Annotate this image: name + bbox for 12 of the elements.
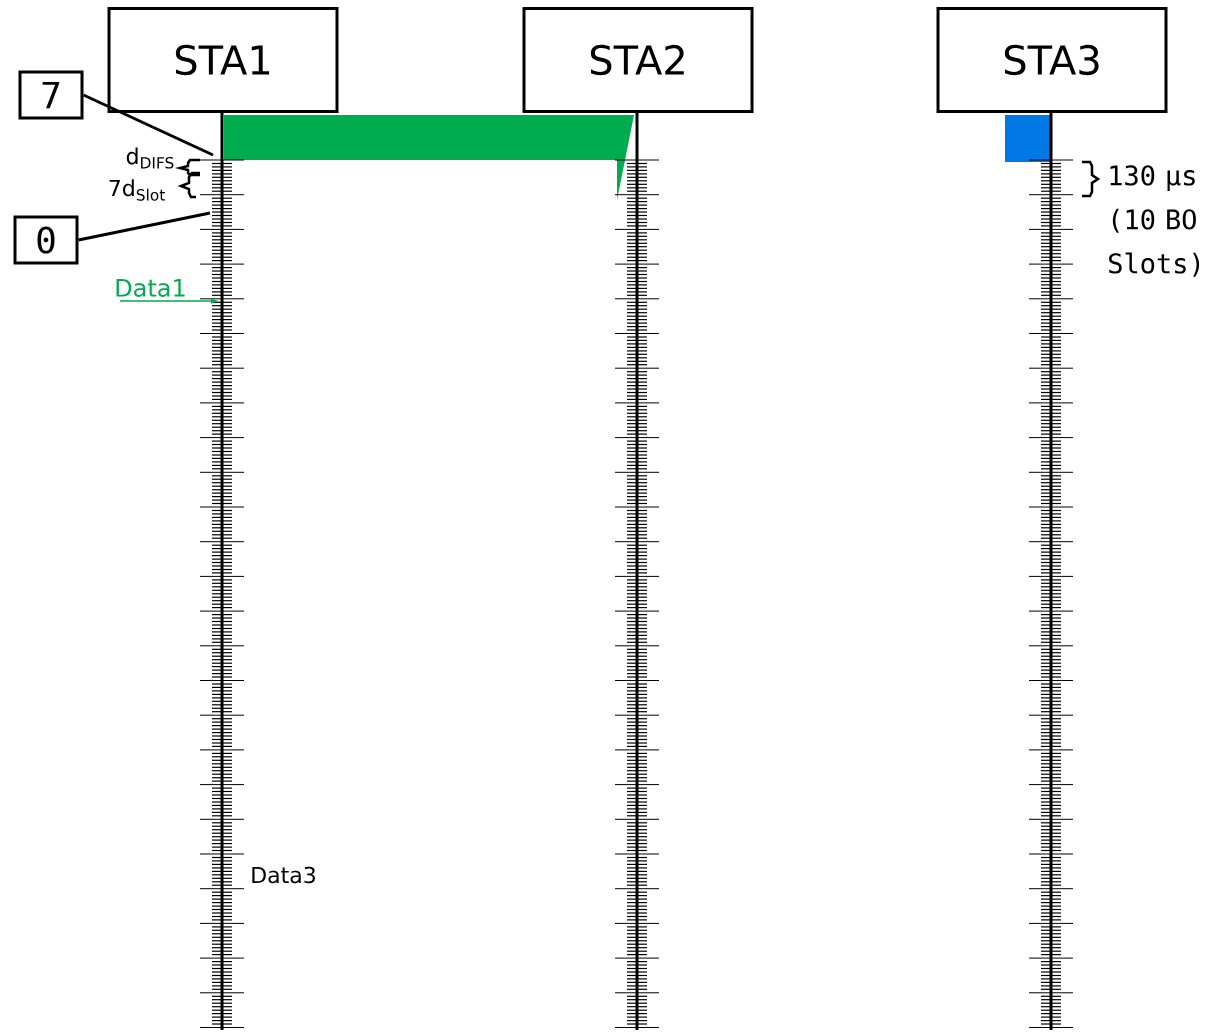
leader-line (78, 211, 211, 242)
text-label: 130 µs (10 BO Slots) (1109, 165, 1200, 277)
leader-line (82, 93, 214, 157)
text-label: Data3 (252, 866, 315, 884)
station-box: STA3 (936, 7, 1168, 113)
station-box: STA2 (522, 7, 754, 113)
callout-number: 7 (18, 70, 84, 120)
text-label: Data1 (116, 279, 185, 297)
text-label: d$_{DIFS}$ (126, 147, 174, 169)
callout-number: 0 (13, 215, 79, 265)
text-label: 7d$_{Slot}$ (109, 179, 165, 201)
station-box: STA1 (107, 7, 339, 113)
